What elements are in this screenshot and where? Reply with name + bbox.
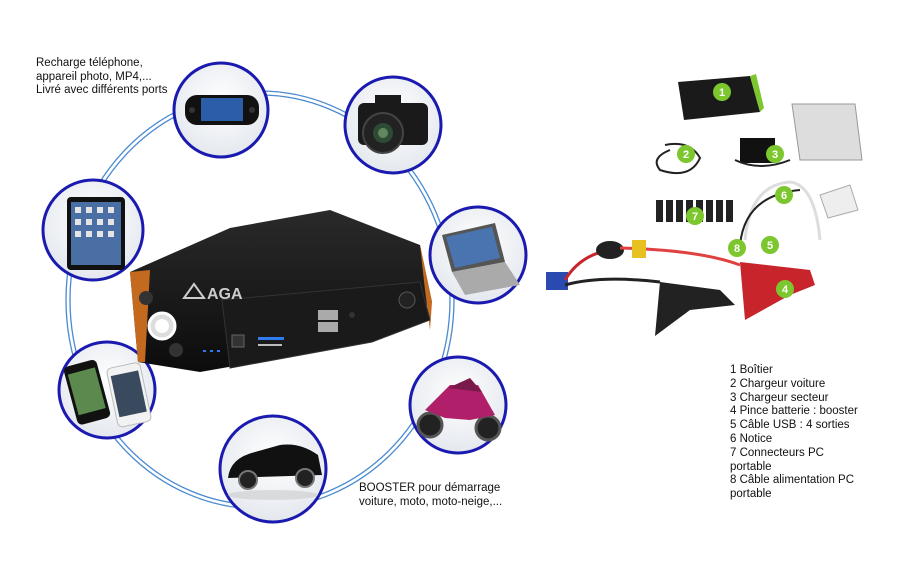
svg-text:5: 5 (767, 240, 773, 252)
psp-circle (172, 61, 270, 159)
badge-4: 4 (776, 280, 794, 298)
svg-text:7: 7 (692, 211, 698, 223)
laptop-circle (428, 205, 528, 305)
car-circle (218, 414, 328, 524)
badge-3: 3 (766, 145, 784, 163)
contents-item: 7 Connecteurs PC (730, 446, 824, 459)
svg-text:3: 3 (772, 149, 778, 161)
contents-item: 3 Chargeur secteur (730, 391, 829, 404)
kit-badges: 1 2 3 4 5 6 7 8 (677, 83, 794, 298)
kit-contents (546, 74, 863, 336)
booster-caption: BOOSTER pour démarrage voiture, moto, mo… (359, 482, 502, 509)
motorcycle-circle (408, 355, 508, 455)
badge-8: 8 (728, 239, 746, 257)
contents-list: 1 Boîtier 2 Chargeur voiture 3 Chargeur … (730, 364, 858, 502)
badge-1: 1 (713, 83, 731, 101)
badge-5: 5 (761, 236, 779, 254)
badge-2: 2 (677, 145, 695, 163)
badge-7: 7 (686, 207, 704, 225)
svg-text:6: 6 (781, 190, 787, 202)
svg-text:2: 2 (683, 149, 689, 161)
contents-item: 4 Pince batterie : booster (730, 405, 858, 418)
contents-item: 1 Boîtier (730, 364, 773, 376)
contents-item: portable (730, 460, 772, 473)
contents-item: 6 Notice (730, 432, 773, 445)
contents-item: portable (730, 488, 772, 501)
caption-line: appareil photo, MP4,... (36, 70, 152, 83)
caption-line: BOOSTER pour démarrage (359, 482, 501, 494)
camera-circle (343, 75, 443, 175)
contents-item: 2 Chargeur voiture (730, 377, 826, 390)
aga-power-bank: AGA (130, 210, 432, 372)
contents-item: 5 Câble USB : 4 sorties (730, 419, 850, 432)
smartphones-circle (57, 340, 157, 440)
contents-item: 8 Câble alimentation PC (730, 474, 855, 487)
svg-text:8: 8 (734, 243, 740, 255)
svg-text:1: 1 (719, 87, 725, 99)
charge-caption: Recharge téléphone, appareil photo, MP4,… (36, 57, 167, 98)
badge-6: 6 (775, 186, 793, 204)
caption-line: Recharge téléphone, (36, 57, 143, 69)
svg-text:4: 4 (782, 284, 789, 296)
caption-line: voiture, moto, moto-neige,... (359, 495, 503, 508)
caption-line: Livré avec différents ports (36, 84, 168, 96)
brand-logo: AGA (207, 286, 243, 303)
tablet-circle (41, 178, 145, 282)
